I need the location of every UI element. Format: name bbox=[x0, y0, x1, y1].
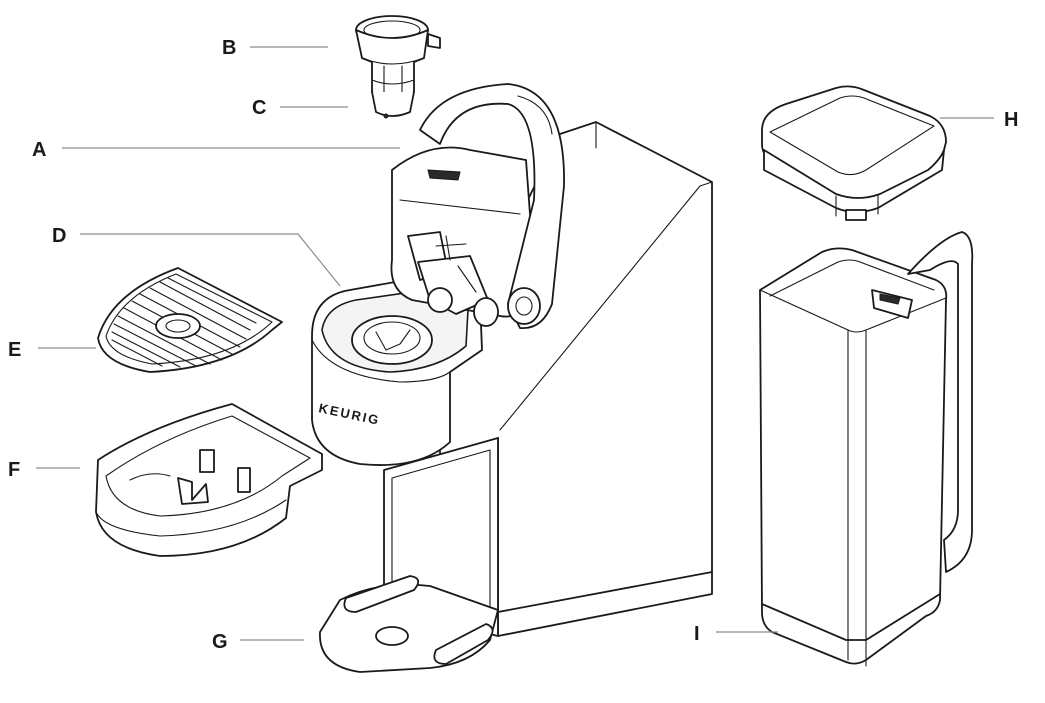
water-reservoir-part bbox=[759, 231, 974, 667]
label-G: G bbox=[212, 631, 228, 653]
label-D: D bbox=[52, 225, 66, 247]
drip-tray-grate-part bbox=[97, 267, 283, 373]
label-I: I bbox=[694, 623, 700, 645]
label-A: A bbox=[32, 139, 46, 161]
label-C: C bbox=[252, 97, 266, 119]
drip-tray-base-part bbox=[95, 403, 323, 557]
callout-E: E bbox=[8, 339, 96, 361]
callout-D: D bbox=[52, 225, 341, 287]
callout-H: H bbox=[940, 109, 1018, 131]
brewer-body: KEURIG bbox=[311, 83, 713, 673]
reservoir-lid-part bbox=[761, 85, 947, 221]
callout-B: B bbox=[222, 37, 328, 59]
callout-F: F bbox=[8, 459, 80, 481]
label-E: E bbox=[8, 339, 21, 361]
lid-handle bbox=[419, 83, 565, 329]
label-H: H bbox=[1004, 109, 1018, 131]
reservoir-handle bbox=[907, 231, 974, 573]
callout-G: G bbox=[212, 631, 304, 653]
label-F: F bbox=[8, 459, 20, 481]
callout-I: I bbox=[694, 623, 778, 645]
pod-holder-part bbox=[355, 15, 441, 119]
label-B: B bbox=[222, 37, 236, 59]
callout-A: A bbox=[32, 139, 400, 161]
callout-C: C bbox=[252, 97, 348, 119]
